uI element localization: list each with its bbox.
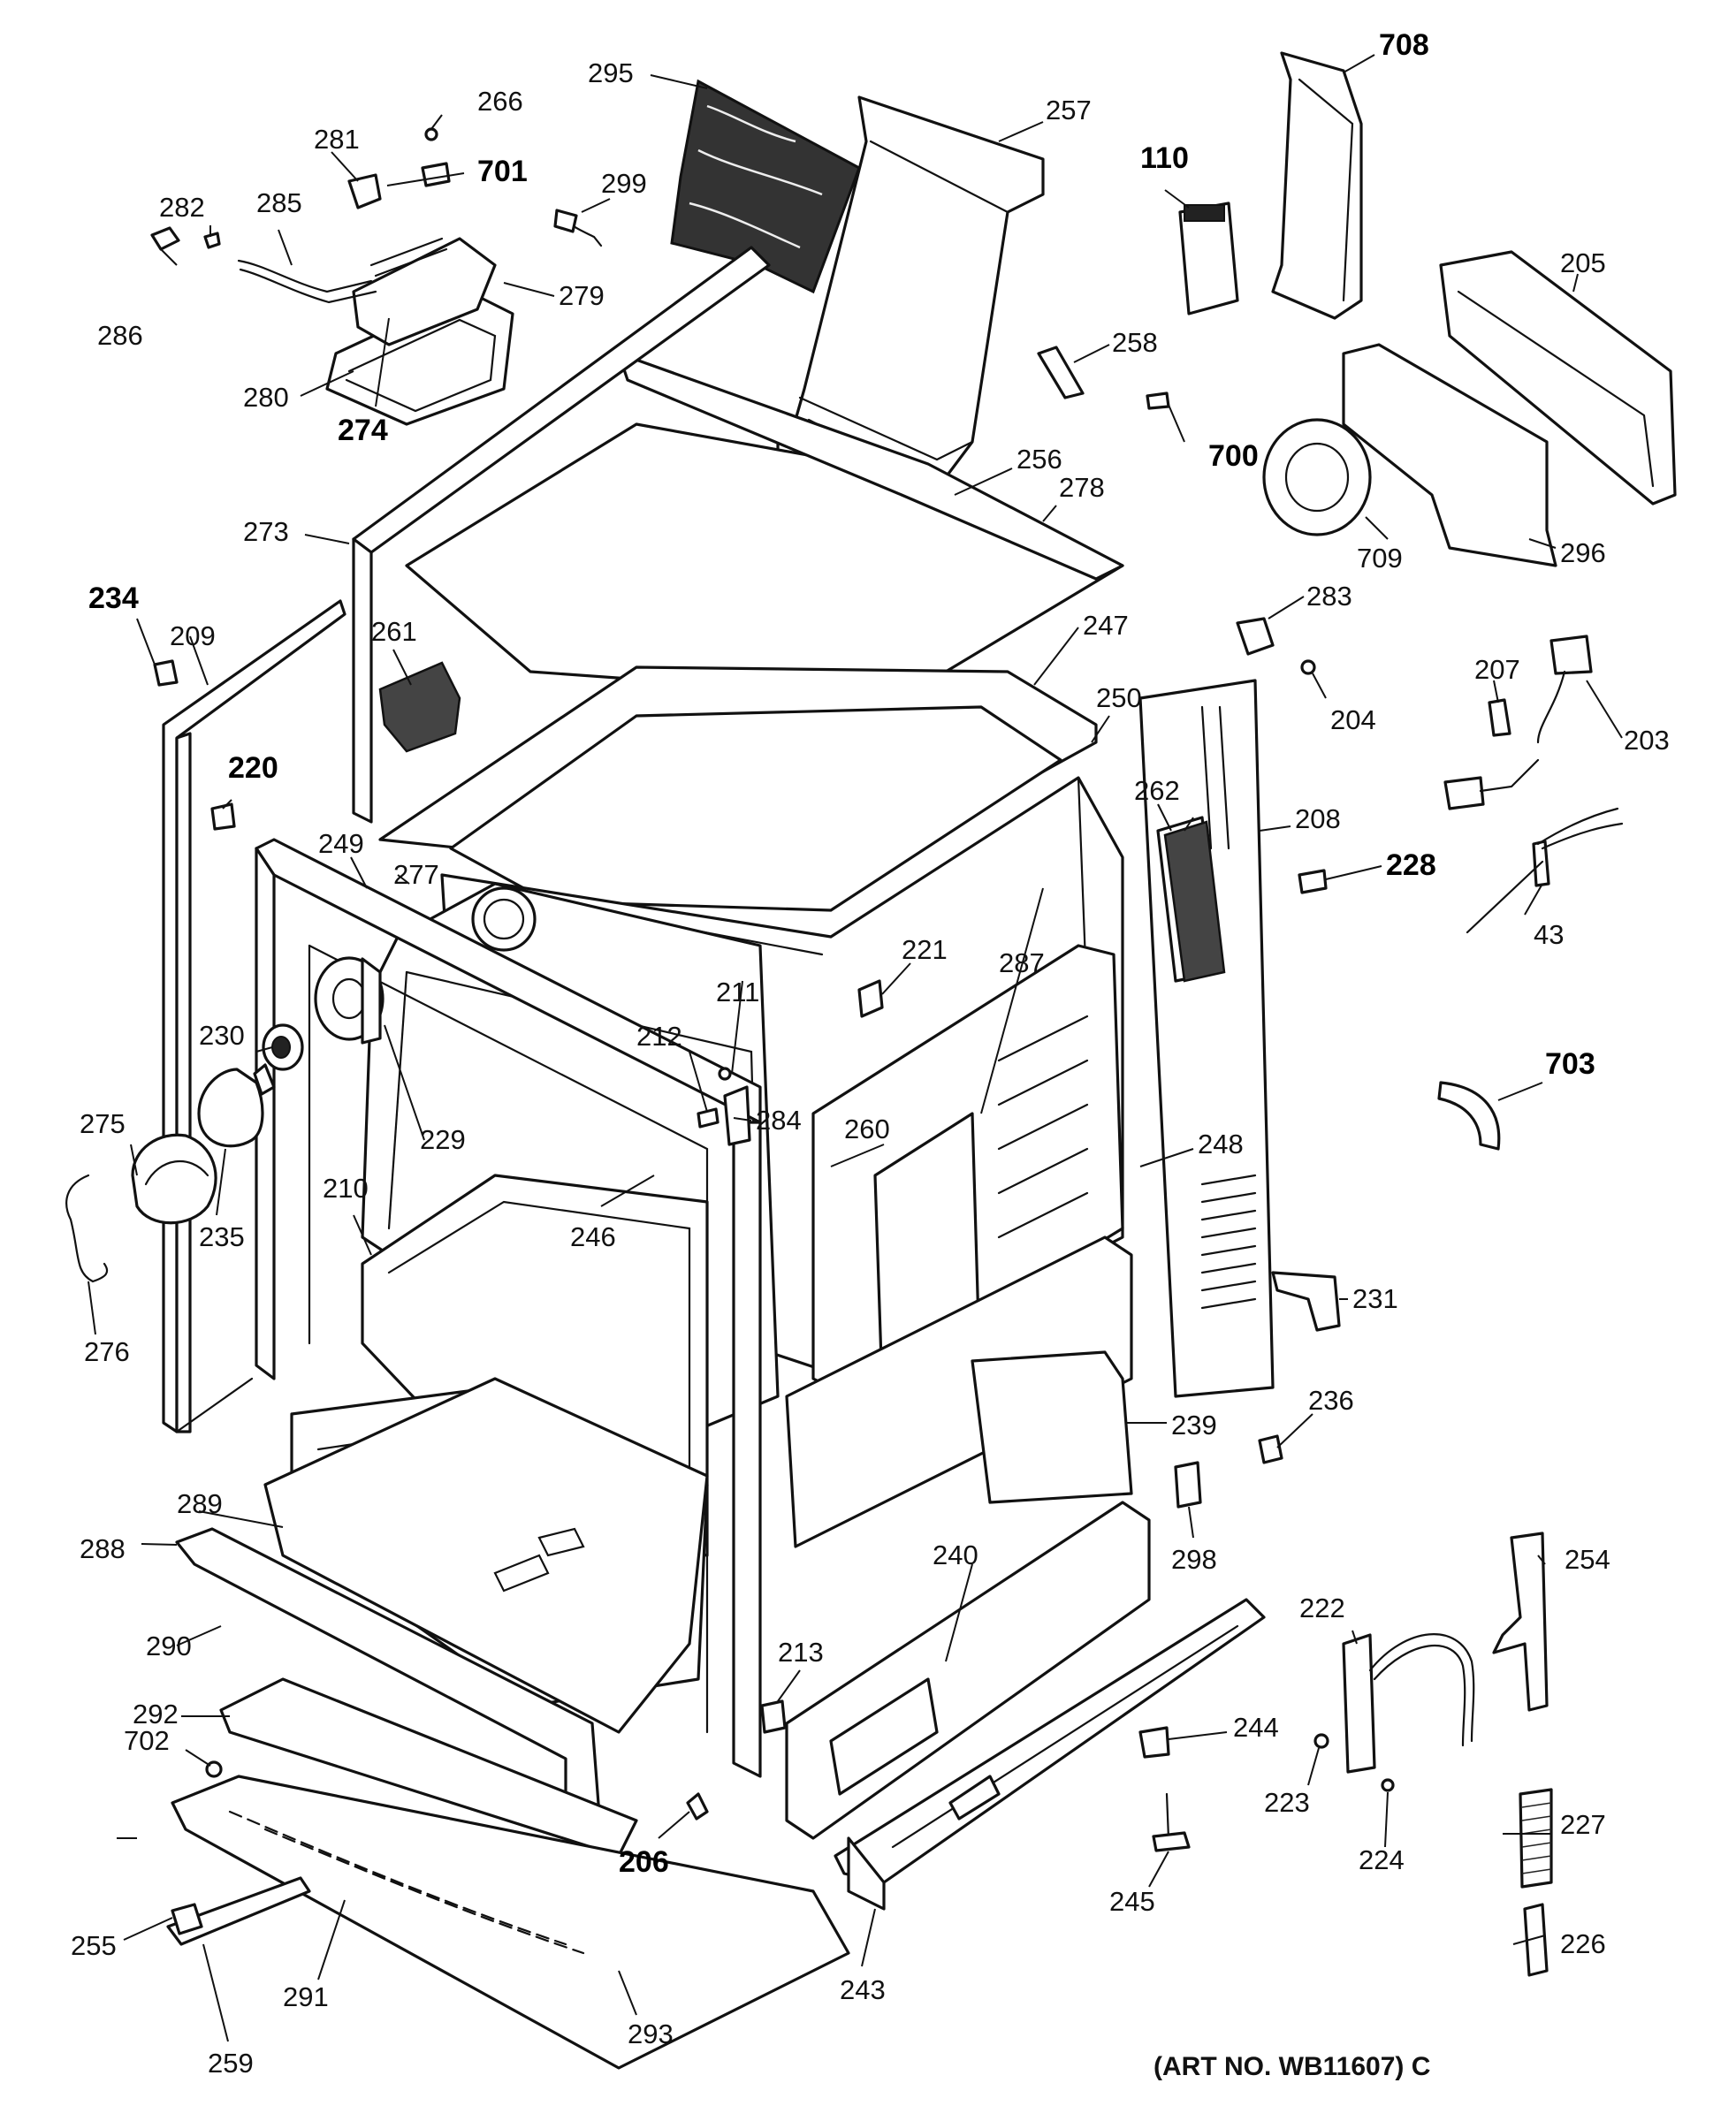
callout-236: 236	[1308, 1385, 1354, 1416]
callout-262: 262	[1134, 775, 1180, 806]
callout-282: 282	[159, 192, 205, 223]
callout-204: 204	[1330, 704, 1376, 735]
callout-286: 286	[97, 320, 143, 351]
callout-223: 223	[1264, 1787, 1310, 1818]
callout-209: 209	[170, 620, 216, 651]
callout-289: 289	[177, 1488, 223, 1519]
callout-248: 248	[1198, 1129, 1244, 1159]
callout-230: 230	[199, 1020, 245, 1051]
callout-285: 285	[256, 187, 302, 218]
callout-226: 226	[1560, 1928, 1606, 1959]
callout-203: 203	[1624, 725, 1670, 756]
callout-260: 260	[844, 1114, 890, 1144]
callout-220: 220	[228, 751, 278, 785]
callout-281: 281	[314, 124, 360, 155]
callout-240: 240	[933, 1539, 978, 1570]
burner-valve-assembly	[150, 127, 603, 426]
drawer-assembly	[166, 1377, 850, 2070]
callout-228: 228	[1386, 848, 1436, 882]
callout-701: 701	[477, 155, 528, 188]
callout-287: 287	[999, 947, 1045, 978]
callout-298: 298	[1171, 1544, 1217, 1575]
callout-235: 235	[199, 1221, 245, 1252]
callout-295: 295	[588, 57, 634, 88]
art-number: (ART NO. WB11607) C	[1154, 2052, 1430, 2081]
callout-211: 211	[716, 977, 759, 1007]
callout-284: 284	[756, 1105, 802, 1136]
callout-43: 43	[1534, 919, 1564, 950]
callout-280: 280	[243, 382, 289, 413]
callout-244: 244	[1233, 1712, 1279, 1743]
callout-205: 205	[1560, 247, 1606, 278]
callout-247: 247	[1083, 610, 1129, 641]
callout-222: 222	[1299, 1593, 1345, 1623]
callout-246: 246	[570, 1221, 616, 1252]
callout-243: 243	[840, 1974, 886, 2005]
callout-110: 110	[1140, 141, 1189, 175]
callout-258: 258	[1112, 327, 1158, 358]
callout-273: 273	[243, 516, 289, 547]
callout-206: 206	[619, 1845, 669, 1879]
callout-231: 231	[1352, 1283, 1398, 1314]
callout-245: 245	[1109, 1886, 1155, 1917]
callout-277: 277	[393, 859, 439, 890]
callout-224: 224	[1359, 1844, 1405, 1875]
callout-274: 274	[338, 414, 388, 447]
callout-290: 290	[146, 1631, 192, 1661]
callout-703: 703	[1545, 1047, 1595, 1081]
callout-708: 708	[1379, 28, 1429, 62]
callout-221: 221	[902, 934, 948, 965]
callout-249: 249	[318, 828, 364, 859]
callout-208: 208	[1295, 803, 1341, 834]
callout-293: 293	[628, 2018, 674, 2049]
base-and-hinges	[785, 1350, 1553, 1977]
callout-266: 266	[477, 86, 523, 117]
callout-709: 709	[1357, 543, 1403, 574]
callout-229: 229	[420, 1124, 466, 1155]
callout-234: 234	[88, 582, 139, 615]
callout-283: 283	[1306, 581, 1352, 612]
callout-700: 700	[1208, 439, 1259, 473]
callout-255: 255	[71, 1930, 117, 1961]
callout-278: 278	[1059, 472, 1105, 503]
callout-210: 210	[323, 1173, 369, 1204]
leader-lines	[88, 54, 1623, 2042]
callout-labels: 295 257 708 266 281 701 299 110 205 282 …	[71, 28, 1670, 2079]
callout-213: 213	[778, 1637, 824, 1668]
callout-296: 296	[1560, 537, 1606, 568]
callout-250: 250	[1096, 682, 1142, 713]
callout-227: 227	[1560, 1809, 1606, 1840]
callout-259: 259	[208, 2048, 254, 2079]
callout-207: 207	[1474, 654, 1520, 685]
callout-256: 256	[1016, 444, 1062, 475]
callout-276: 276	[84, 1336, 130, 1367]
callout-279: 279	[559, 280, 605, 311]
oven-light-assembly	[65, 659, 1226, 1283]
callout-275: 275	[80, 1108, 126, 1139]
callout-299: 299	[601, 168, 647, 199]
callout-261: 261	[371, 616, 417, 647]
callout-212: 212	[636, 1021, 682, 1052]
callout-291: 291	[283, 1981, 329, 2012]
top-right-parts	[1037, 51, 1677, 1332]
cooktop-support-panel	[405, 352, 1124, 700]
callout-702: 702	[124, 1725, 170, 1756]
callout-288: 288	[80, 1533, 126, 1564]
callout-254: 254	[1565, 1544, 1610, 1575]
callout-239: 239	[1171, 1410, 1217, 1441]
callout-257: 257	[1046, 95, 1092, 125]
callout-292: 292	[133, 1699, 179, 1729]
